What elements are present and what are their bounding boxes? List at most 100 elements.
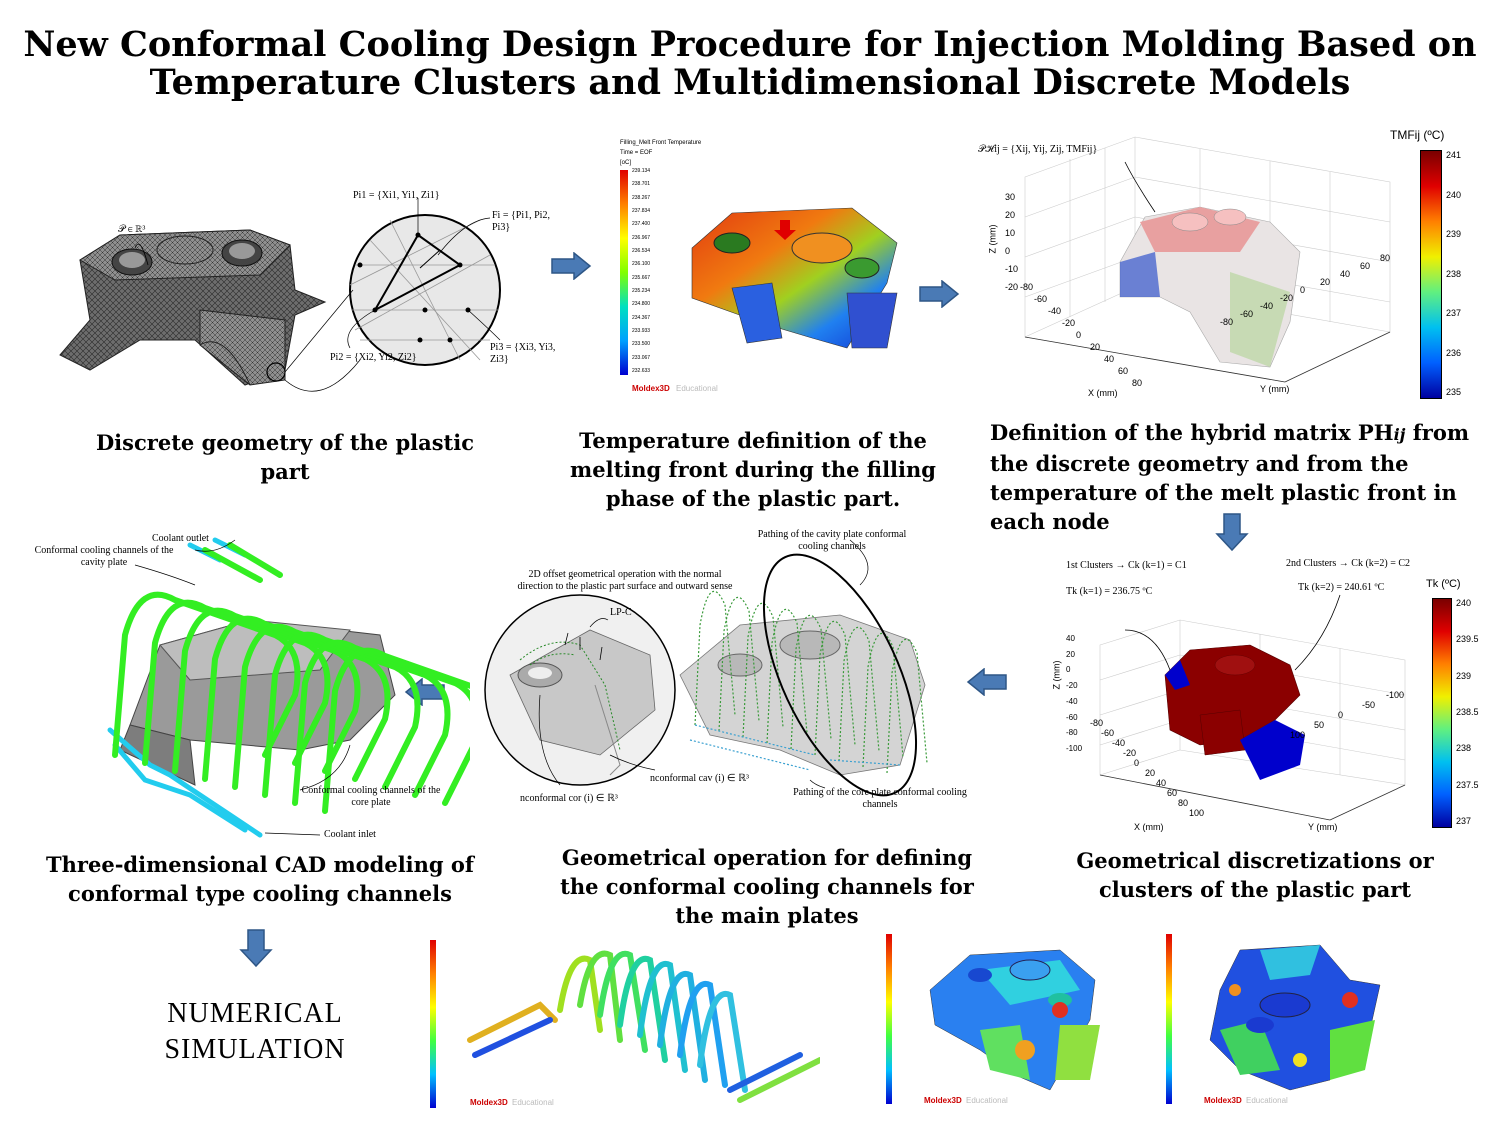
tick-label: 234.367 xyxy=(632,314,651,321)
z-axis-label: Z (mm) xyxy=(987,224,998,254)
y-axis-label: Y (mm) xyxy=(1260,384,1290,394)
moldex-logo: Moldex3D xyxy=(1204,1096,1242,1105)
tick-label: 20 xyxy=(1090,342,1101,352)
melt-front-part-render xyxy=(691,207,898,349)
tick-label: -20 xyxy=(1005,282,1019,292)
cavity-pathing-label: Pathing of the cavity plate conformal co… xyxy=(757,529,907,552)
sim-colorbar-3 xyxy=(1166,934,1172,1104)
tick-label: 0 xyxy=(1134,758,1140,768)
discrete-part-illustration xyxy=(59,198,501,392)
x-axis-label: X (mm) xyxy=(1134,822,1164,832)
tick-label: 80 xyxy=(1178,798,1189,808)
hybrid-formula: 𝒫ℋij = {Xij, Yij, Zij, TMFij} xyxy=(978,144,1098,155)
tmf-colorbar-title: TMFij (ºC) xyxy=(1390,128,1445,142)
numerical-simulation-label: NUMERICAL SIMULATION xyxy=(164,998,346,1065)
tick-label: 20 xyxy=(1320,277,1331,287)
cooling-channel-loop xyxy=(172,607,361,774)
cavity-channel-path xyxy=(694,591,736,726)
offset-operation-label: 2D offset geometrical operation with the… xyxy=(517,569,733,592)
core-channels-label: Conformal cooling channels of the core p… xyxy=(301,785,441,808)
tick-label: 0 xyxy=(1005,246,1011,256)
tick-label: 238.701 xyxy=(632,181,651,188)
tick-label: -80 xyxy=(1090,718,1104,728)
tick-label: 237 xyxy=(1456,816,1472,826)
melt-colorbar xyxy=(620,170,628,375)
tick-label: 239.134 xyxy=(632,168,651,174)
caption-discrete-geometry: Discrete geometry of the plastic part xyxy=(95,430,475,484)
tick-label: 237.5 xyxy=(1456,779,1479,790)
hybrid-matrix-3d-plot xyxy=(1024,136,1391,383)
cavity-channels-label: Conformal cooling channels of the cavity… xyxy=(34,545,174,568)
tick-label: 40 xyxy=(1156,778,1167,788)
tick-label: 232.633 xyxy=(632,368,651,374)
tick-label: 238 xyxy=(1456,743,1472,754)
tk-colorbar-title: Tk (ºC) xyxy=(1426,578,1461,590)
tick-label: 236 xyxy=(1446,347,1462,358)
tick-label: 0 xyxy=(1066,665,1071,675)
cavity-channel-path xyxy=(862,633,904,768)
tick-label: 80 xyxy=(1380,253,1391,263)
coolant-outlet-label: Coolant outlet xyxy=(152,533,209,544)
tick-label: 241 xyxy=(1446,150,1462,160)
tick-label: -50 xyxy=(1362,700,1376,710)
tick-label: 238.5 xyxy=(1456,707,1479,717)
geometrical-operation-illustration xyxy=(484,539,928,797)
sim-colorbar-1 xyxy=(430,940,436,1108)
cavity-channel-path xyxy=(790,615,832,750)
moldex-logo-sub: Educational xyxy=(512,1098,554,1107)
clusters-3d-plot xyxy=(1099,594,1406,821)
page-title: New Conformal Cooling Design Procedure f… xyxy=(0,26,1500,102)
tick-label: 60 xyxy=(1118,366,1129,376)
arrow-down-icon xyxy=(239,929,273,968)
cluster-2-label: 2nd Clusters → Ck (k=2) = C2 xyxy=(1286,558,1411,569)
moldex-logo-sub: Educational xyxy=(966,1096,1008,1105)
cooling-channel-loop xyxy=(202,615,391,782)
point-pi2-label: Pi2 = {Xi2, Yi2, Zi2} xyxy=(330,352,417,363)
tk-colorbar xyxy=(1432,598,1452,828)
tick-label: -40 xyxy=(1048,306,1062,316)
cavity-channel-path xyxy=(718,597,760,732)
tick-label: 100 xyxy=(1290,730,1306,740)
cluster-1-temp: Tk (k=1) = 236.75 ºC xyxy=(1066,586,1153,597)
tick-label: 60 xyxy=(1167,788,1178,798)
tick-label: 234.800 xyxy=(632,301,651,308)
tick-label: 40 xyxy=(1066,634,1075,643)
cooling-channel-loop xyxy=(322,647,470,814)
tick-label: 50 xyxy=(1314,720,1325,730)
simulation-result-channels: Moldex3D Educational xyxy=(420,930,820,1115)
channels-temperature-render xyxy=(467,950,820,1103)
tick-label: -100 xyxy=(1386,690,1405,700)
tick-label: -40 xyxy=(1112,738,1126,748)
tick-label: 237.400 xyxy=(632,221,651,228)
tick-label: 240 xyxy=(1446,189,1462,200)
tick-label: 236.534 xyxy=(632,248,651,254)
tick-label: -20 xyxy=(1280,293,1294,303)
tick-label: 60 xyxy=(1360,261,1371,271)
tick-label: 238 xyxy=(1446,268,1462,279)
title-line-1: New Conformal Cooling Design Procedure f… xyxy=(23,24,1477,65)
cad-channels-illustration xyxy=(107,537,470,838)
tick-label: -60 xyxy=(1034,294,1048,304)
arrow-right-icon xyxy=(551,252,592,280)
tick-label: 10 xyxy=(1005,228,1016,238)
tick-label: -20 xyxy=(1062,318,1076,328)
tick-label: -100 xyxy=(1066,744,1083,753)
tick-label: -20 xyxy=(1123,748,1137,758)
arrow-left-icon xyxy=(966,668,1007,696)
tick-label: 235.667 xyxy=(632,274,651,281)
panel-clusters: 1st Clusters → Ck (k=1) = C1 Tk (k=1) = … xyxy=(1040,550,1490,840)
tick-label: -40 xyxy=(1260,301,1274,311)
cavity-channel-path xyxy=(886,639,928,774)
cooling-channel-loop xyxy=(232,623,421,790)
tick-label: 233.933 xyxy=(632,328,651,334)
tick-label: 236.967 xyxy=(632,234,651,241)
cavity-channel-path xyxy=(838,627,880,762)
point-pi1-label: Pi1 = {Xi1, Yi1, Zi1} xyxy=(353,190,440,201)
tick-label: 237.834 xyxy=(632,208,651,214)
cluster-2-temp: Tk (k=2) = 240.61 ºC xyxy=(1298,582,1385,593)
